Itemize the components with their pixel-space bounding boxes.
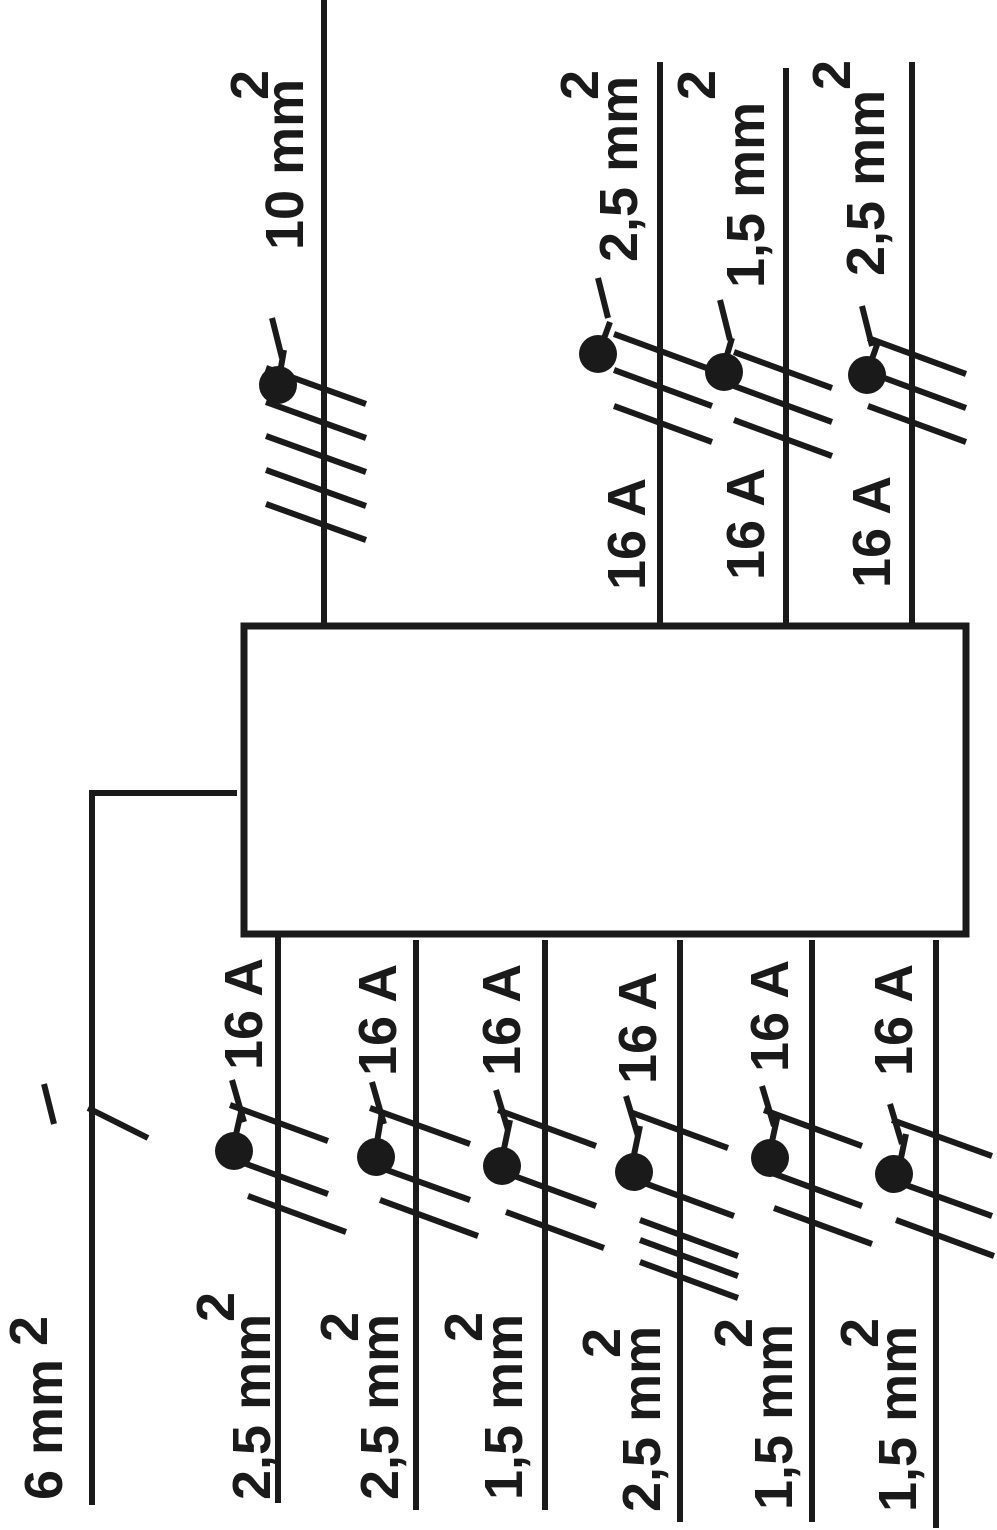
protective-earth-dot: [483, 1147, 521, 1185]
circuit-top-1: 10 mm 2: [220, 0, 368, 626]
circuit-bottom-1-rating: 16 A: [214, 958, 274, 1070]
circuit-bottom-5-rating: 16 A: [740, 960, 800, 1072]
protective-earth-dot: [751, 1139, 789, 1177]
circuit-top-1-superscript: 2: [220, 70, 280, 100]
circuit-bottom-1-section: 2,5 mm: [222, 1314, 282, 1500]
circuit-top-2-rating: 16 A: [597, 478, 657, 590]
circuit-bottom-2-section: 2,5 mm: [350, 1314, 410, 1500]
circuit-bottom-1: 16 A 2,5 mm 2: [186, 934, 348, 1503]
circuit-bottom-2-rating: 16 A: [348, 964, 408, 1076]
circuit-bottom-3-rating: 16 A: [472, 964, 532, 1076]
protective-earth-dot: [705, 353, 743, 391]
circuit-top-4: 16 A 2,5 mm 2: [802, 60, 968, 626]
circuit-bottom-5-section: 1,5 mm: [744, 1324, 804, 1510]
circuit-bottom-4-superscript: 2: [572, 1328, 632, 1358]
protective-earth-dot: [215, 1132, 253, 1170]
circuit-bottom-5: 16 A 1,5 mm 2: [704, 940, 874, 1522]
circuit-bottom-6-superscript: 2: [830, 1318, 890, 1348]
feed-superscript: 2: [0, 1316, 59, 1346]
circuit-bottom-3: 16 A 1,5 mm 2: [434, 940, 606, 1510]
circuit-top-2-section: 2,5 mm: [589, 76, 649, 262]
protective-earth-dot: [848, 356, 886, 394]
circuit-bottom-5-superscript: 2: [704, 1318, 764, 1348]
circuit-top-4-rating: 16 A: [842, 476, 902, 588]
circuit-top-3-rating: 16 A: [716, 468, 776, 580]
protective-earth-dot: [615, 1153, 653, 1191]
circuit-top-2: 16 A 2,5 mm 2: [550, 62, 714, 626]
circuit-bottom-6-rating: 16 A: [864, 964, 924, 1076]
circuit-top-2-superscript: 2: [550, 70, 610, 100]
circuit-top-4-section: 2,5 mm: [836, 90, 896, 276]
circuit-bottom-2-superscript: 2: [310, 1312, 370, 1342]
circuit-bottom-4: 16 A 2,5 mm 2: [572, 940, 740, 1522]
protective-earth-dot: [357, 1138, 395, 1176]
circuit-bottom-2: 16 A 2,5 mm 2: [310, 940, 480, 1510]
circuit-top-3-section: 1,5 mm: [716, 102, 776, 288]
protective-earth-dot: [875, 1155, 913, 1193]
circuit-bottom-3-section: 1,5 mm: [474, 1314, 534, 1500]
circuit-bottom-4-section: 2,5 mm: [612, 1326, 672, 1512]
distribution-board: [240, 622, 970, 938]
circuit-bottom-1-superscript: 2: [186, 1292, 246, 1322]
protective-earth-dot: [579, 335, 617, 373]
feed-section-label: 6 mm: [14, 1359, 74, 1500]
circuit-bottom-4-rating: 16 A: [608, 972, 668, 1084]
circuit-top-4-superscript: 2: [802, 60, 862, 90]
circuit-top-3: 16 A 1,5 mm 2: [667, 68, 834, 626]
circuit-top-1-section: 10 mm: [255, 79, 315, 250]
circuit-bottom-6: 16 A 1,5 mm 2: [830, 940, 996, 1528]
circuit-top-3-superscript: 2: [667, 70, 727, 100]
circuit-bottom-6-section: 1,5 mm: [868, 1326, 928, 1512]
protective-earth-dot: [259, 366, 297, 404]
circuit-bottom-3-superscript: 2: [434, 1312, 494, 1342]
feed-line: 6 mm 2: [0, 790, 237, 1505]
